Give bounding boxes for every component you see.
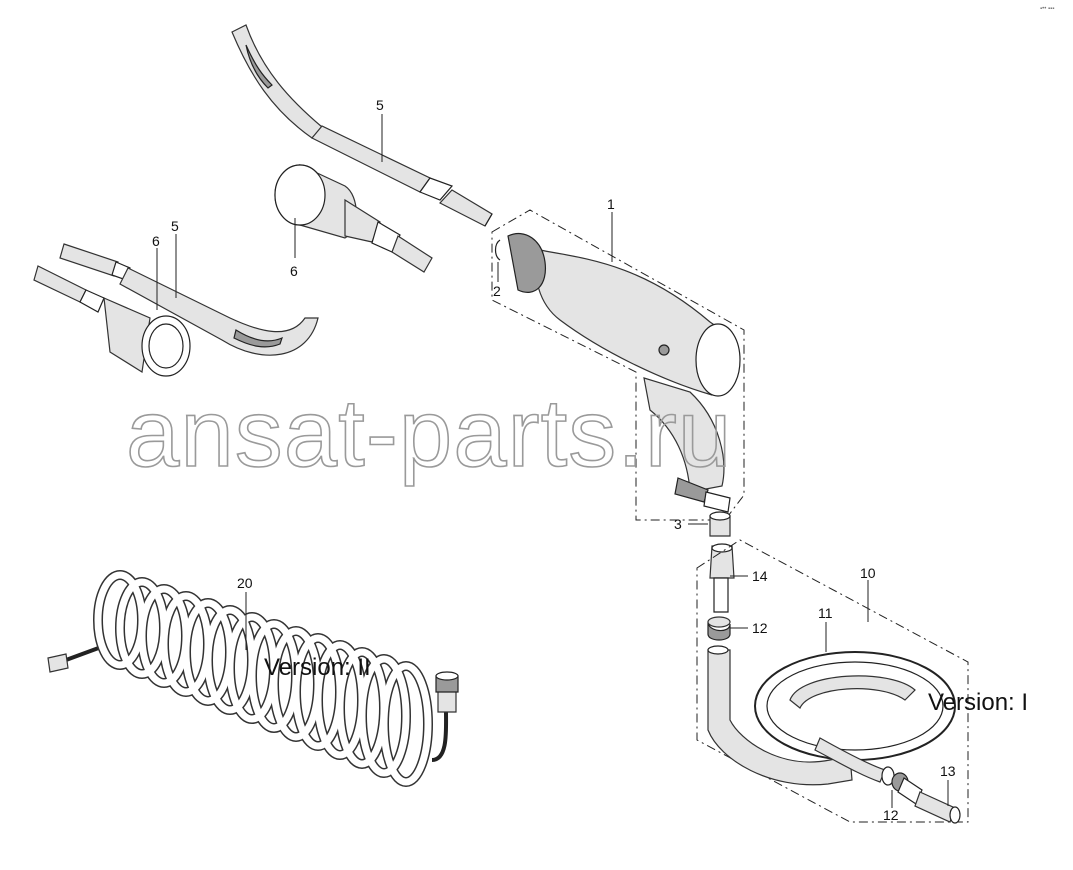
corner-mark: ▪•• ▪▪▪: [1040, 6, 1054, 12]
fittings-3-14-12: [707, 511, 735, 641]
callout-6-left: 6: [152, 233, 160, 249]
leader-lines: [156, 114, 949, 808]
part-1-hammer-body: [491, 209, 745, 521]
version-2-label: Version: II: [264, 654, 371, 681]
hose-assembly-version-1: [696, 539, 969, 824]
part-5-curved-chisel-top: [231, 24, 493, 227]
callout-12-upper: 12: [752, 620, 768, 636]
callout-11: 11: [818, 605, 833, 621]
callout-14: 14: [752, 568, 768, 584]
version-1-label: Version: I: [928, 689, 1028, 716]
callout-5-left: 5: [171, 218, 179, 234]
callout-6-center: 6: [290, 263, 298, 279]
callout-3: 3: [674, 516, 682, 532]
callout-1: 1: [607, 196, 615, 212]
watermark-text: ansat-parts.ru: [126, 380, 732, 487]
callout-5-top: 5: [376, 97, 384, 113]
callout-13: 13: [940, 763, 956, 779]
callout-2: 2: [493, 283, 501, 299]
callout-20: 20: [237, 575, 253, 591]
callout-10: 10: [860, 565, 876, 581]
part-6-sleeve-center: [274, 164, 433, 273]
callout-numbers: 5 6 5 6 1 2 3 14 12 10 11 12 13 20: [152, 97, 956, 823]
coiled-hose-version-2: [47, 570, 459, 787]
part-5-6-chisel-sleeve-left: [33, 243, 319, 377]
callout-12-lower: 12: [883, 807, 899, 823]
